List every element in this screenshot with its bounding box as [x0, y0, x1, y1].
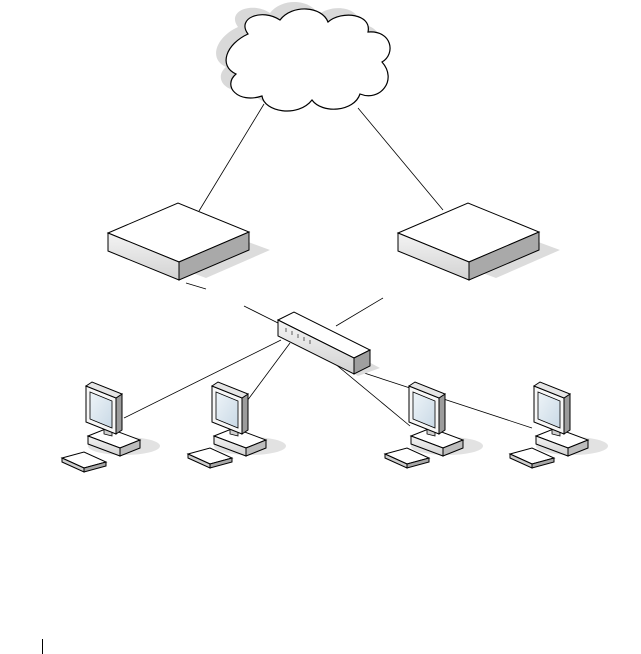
keyboard-icon: [62, 452, 106, 472]
computer-icon-4: [510, 382, 608, 468]
computer-icon-3: [385, 382, 483, 468]
link-device-right-hub: [336, 298, 383, 326]
computer-icon-1: [62, 382, 160, 472]
cloud-icon: [216, 2, 390, 111]
link-cloud-device-right: [358, 108, 443, 210]
router-icon-left: [108, 203, 270, 280]
link-hub-pc-2: [244, 343, 290, 405]
computer-icon-2: [188, 382, 286, 468]
router-icon-right: [398, 203, 560, 280]
page-margin-rule: [42, 639, 43, 654]
switch-icon: [278, 312, 380, 376]
link-hub-pc-1: [124, 340, 281, 418]
link-device-left-hub: [186, 283, 206, 289]
link-cloud-device-left: [199, 104, 264, 211]
